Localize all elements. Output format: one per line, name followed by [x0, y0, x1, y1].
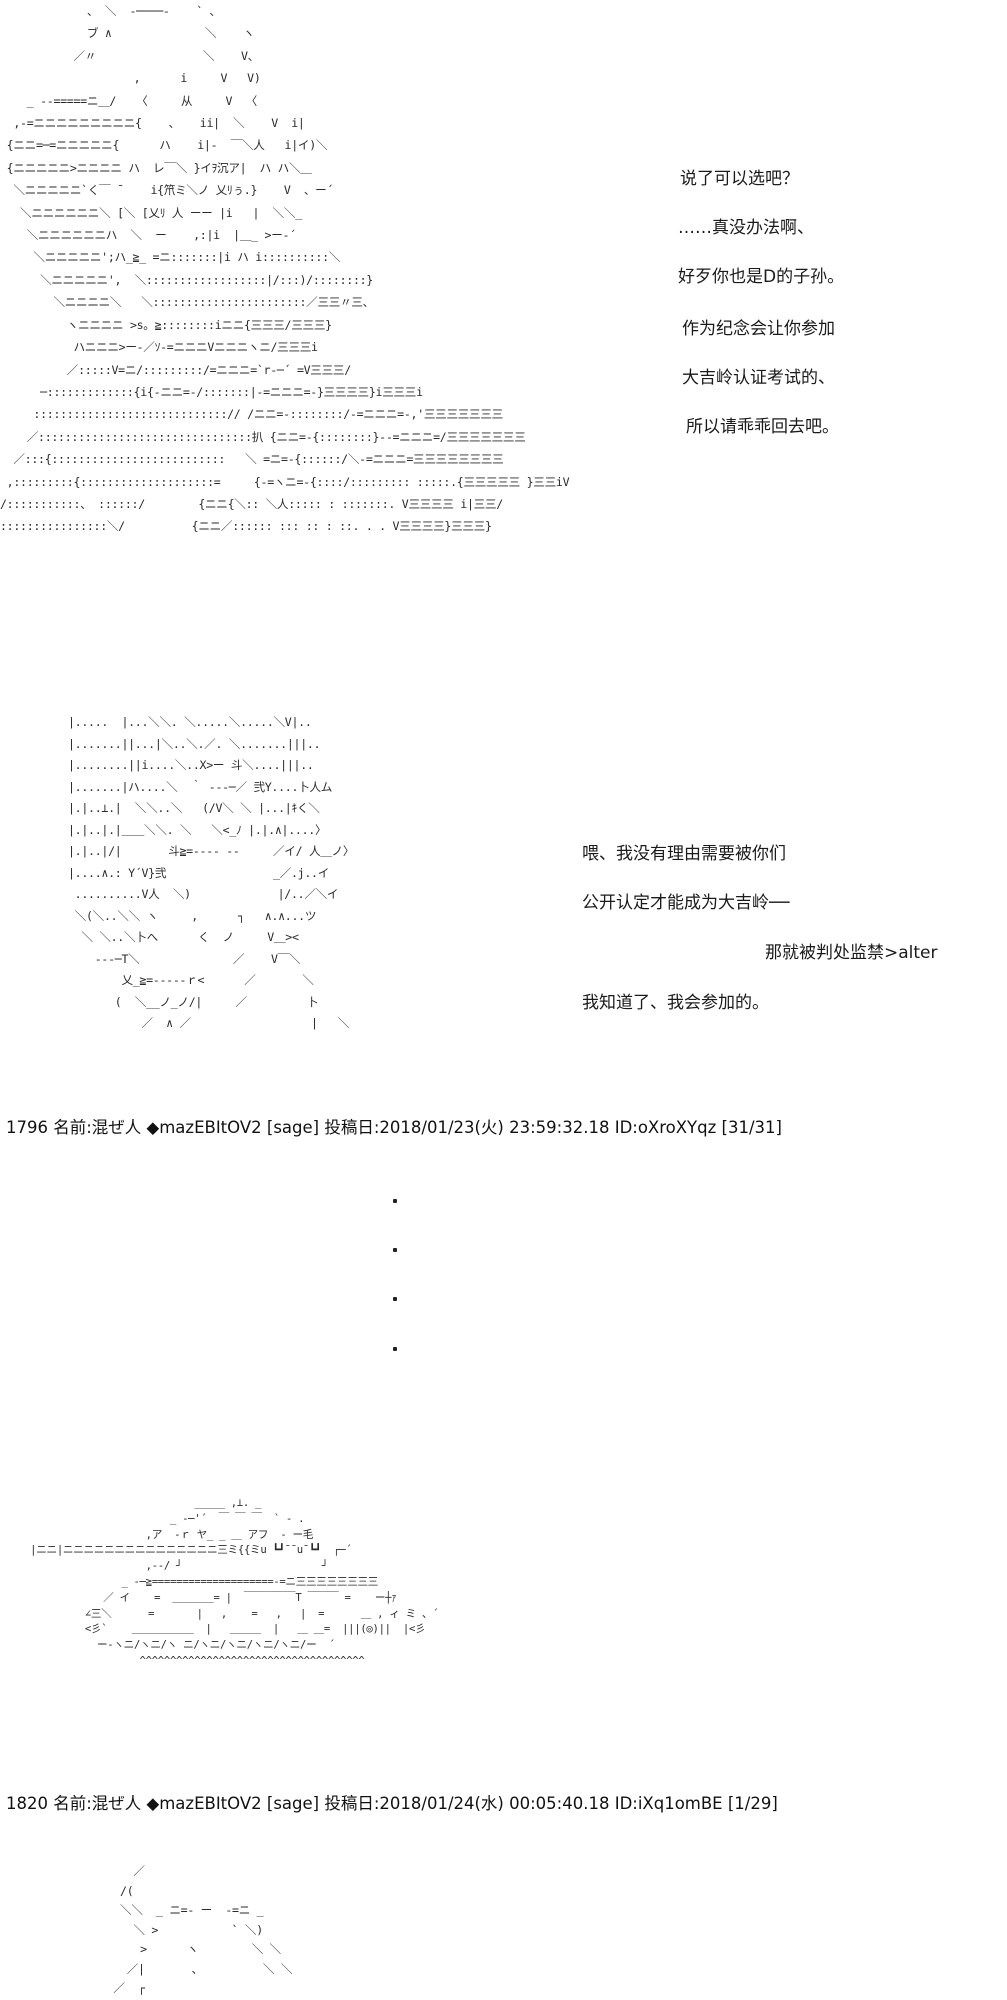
dialogue-line-4: 作为纪念会让你参加: [682, 319, 835, 339]
dialogue-line-10: 我知道了、我会参加的。: [582, 993, 769, 1013]
separator-dot-3: [393, 1297, 397, 1301]
dialogue-line-6: 所以请乖乖回去吧。: [686, 417, 839, 437]
dialogue-line-7: 喂、我没有理由需要被你们: [582, 844, 786, 864]
ascii-art-panel-1: 、 ＼ ‐────‐ ` ､ ブ ∧ ＼ ヽ ／〃 ＼ V、 , i V V) …: [0, 4, 570, 534]
dialogue-line-8: 公开认定才能成为大吉岭──: [582, 893, 790, 913]
post-header-1820: 1820 名前:混ぜ人 ◆mazEBItOV2 [sage] 投稿日:2018/…: [6, 1794, 778, 1813]
dialogue-line-9: 那就被判处监禁>alter: [765, 943, 938, 963]
dialogue-line-1: 说了可以选吧？: [680, 169, 799, 189]
dialogue-line-2: ……真没办法啊、: [678, 218, 814, 238]
separator-dot-4: [393, 1347, 397, 1351]
separator-dot-2: [393, 1248, 397, 1252]
dialogue-line-5: 大吉岭认证考试的、: [682, 368, 835, 388]
ascii-art-tank: _____ ,⊥. _ _ -─'´ ￣ ￣ ￣ ` - . ,ア ‐ｒ ヤ_ …: [30, 1497, 439, 1667]
dialogue-line-3: 好歹你也是D的子孙。: [678, 267, 845, 287]
post-header-1796: 1796 名前:混ぜ人 ◆mazEBItOV2 [sage] 投稿日:2018/…: [6, 1118, 782, 1137]
ascii-art-panel-2: |..... |...＼＼. ＼.....＼.....＼V|.. |......…: [68, 715, 355, 1030]
ascii-art-panel-4: ／ /( ＼＼ _ ニ=- ー -=ニ _ ＼ > ` ＼) > ヽ ＼ ＼ ／…: [113, 1864, 293, 1995]
separator-dot-1: [393, 1199, 397, 1203]
